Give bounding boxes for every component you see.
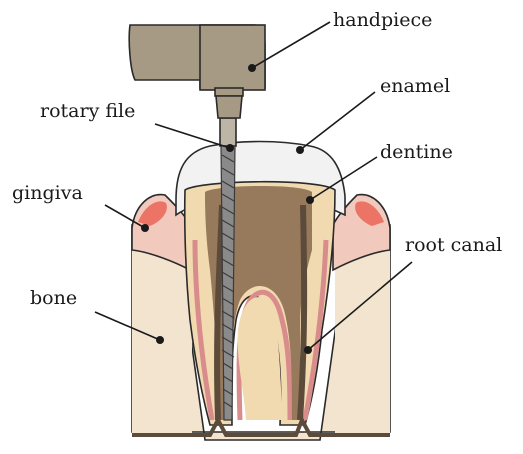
label-dentine: dentine [380, 141, 453, 163]
label-bone: bone [30, 287, 77, 309]
label-root-canal: root canal [405, 234, 502, 256]
label-gingiva: gingiva [12, 182, 83, 204]
handpiece-chuck [215, 88, 243, 96]
handpiece-head [200, 25, 265, 90]
handpiece-collet [216, 96, 242, 118]
label-rotary-file: rotary file [40, 100, 135, 122]
rotary-file-shank [220, 118, 236, 146]
label-enamel: enamel [380, 75, 450, 97]
label-handpiece: handpiece [333, 9, 432, 31]
